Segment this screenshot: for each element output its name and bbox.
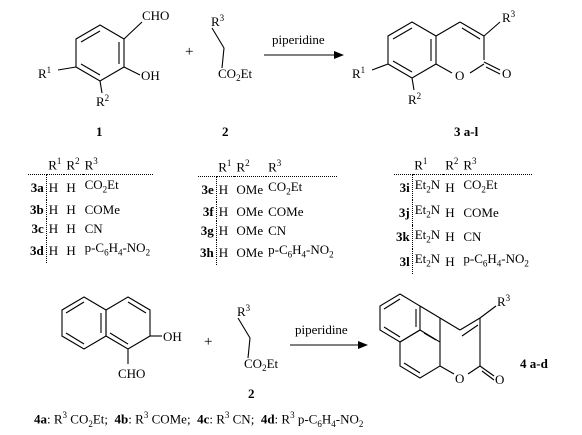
product-r3-label: R3 [502, 9, 516, 25]
ring-oxygen: O [455, 68, 464, 83]
ester-label-2: CO2Et [244, 356, 279, 373]
reaction-arrow-2: piperidine [290, 322, 368, 349]
header-r3: R3 [461, 152, 532, 176]
benzo-r3-label: R3 [497, 293, 511, 309]
footer-legend: 4a: R3 CO2Et; 4b: R3 COMe; 4c: R3 CN; 4d… [34, 410, 364, 429]
product-r2-label: R2 [408, 91, 421, 107]
header-r2: R2 [443, 152, 462, 176]
naph-cho-label: CHO [118, 366, 145, 381]
footer-id-4a: 4a [34, 411, 47, 427]
compound-2b-label: 2 [248, 386, 255, 401]
compound-2-structure: R3 CO2Et [211, 13, 253, 83]
benzo-ring-oxygen: O [455, 371, 464, 386]
product-r1-label: R1 [352, 65, 365, 81]
plus-sign-2: + [204, 334, 212, 350]
r3-label: R3 [211, 13, 225, 29]
reagent-label: piperidine [272, 32, 325, 47]
footer-id-4b: 4b [114, 411, 129, 427]
benzocoumarin-structure: O O R3 [379, 293, 511, 387]
footer-id-4c: 4c [197, 411, 210, 427]
table-header-row: R1 R2 R3 [394, 152, 532, 176]
footer-id-4d: 4d [260, 411, 275, 427]
naph-oh-label: OH [163, 329, 182, 344]
table-header-row: R1 R2 R3 [198, 154, 337, 178]
r3-label-2: R3 [237, 303, 251, 319]
header-r1: R1 [412, 152, 444, 176]
header-r2: R2 [234, 154, 267, 178]
naphthaldehyde-structure: OH CHO [61, 296, 182, 381]
reagent-label-2: piperidine [295, 322, 348, 337]
header-r1: R1 [46, 152, 65, 176]
header-r1: R1 [216, 154, 235, 178]
compound-1-label: 1 [96, 124, 103, 139]
carbonyl-oxygen: O [502, 66, 511, 81]
r1-label: R1 [38, 65, 51, 81]
compound-1-structure: CHO OH R1 R2 [38, 8, 169, 109]
header-r2: R2 [64, 152, 83, 176]
compound-2b-structure: R3 CO2Et [237, 303, 279, 373]
product-4-label: 4 a-d [520, 356, 549, 371]
header-r3: R3 [266, 154, 337, 178]
r2-label: R2 [96, 93, 109, 109]
plus-sign: + [185, 44, 193, 60]
table-header-row: R1 R2 R3 [28, 152, 154, 176]
oh-label: OH [141, 68, 160, 83]
compound-2-label: 2 [222, 124, 229, 139]
coumarin-structure: O O R3 R1 R2 [352, 9, 516, 107]
reaction-arrow-1: piperidine [264, 32, 344, 59]
product-3-label: 3 a-l [454, 124, 479, 139]
ester-label: CO2Et [218, 66, 253, 83]
cho-label: CHO [142, 8, 169, 23]
benzo-carbonyl-oxygen: O [495, 372, 504, 387]
header-r3: R3 [82, 152, 154, 176]
